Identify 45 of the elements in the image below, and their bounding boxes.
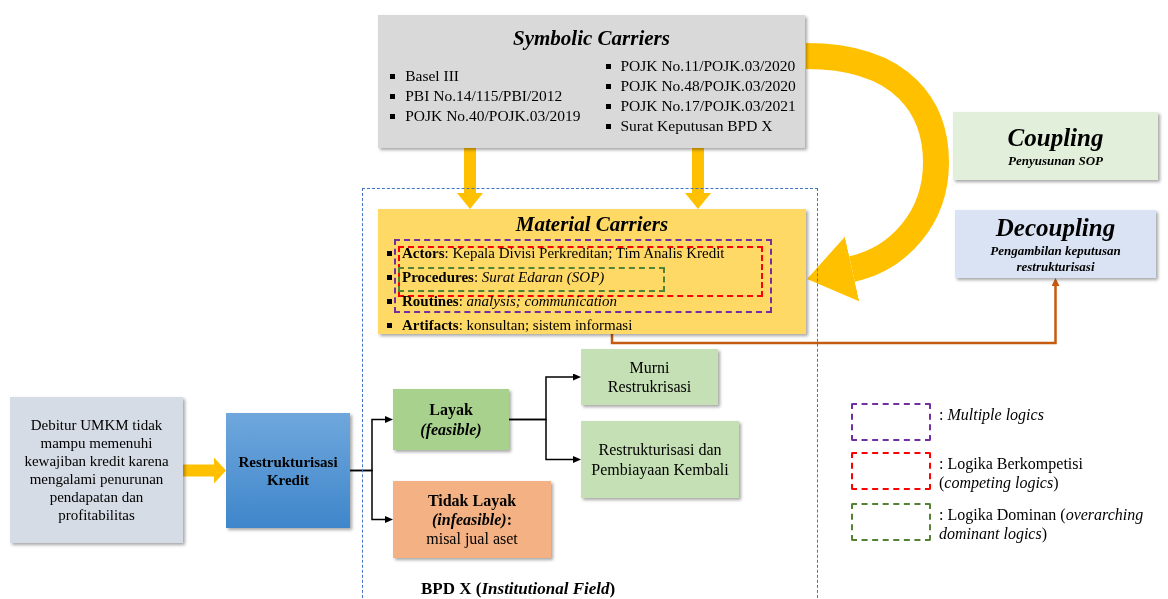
process-box xyxy=(581,349,718,405)
box-text: Layak (feasible) xyxy=(419,400,483,439)
box-text: Restrukturisasi dan Pembiayaan Kembali xyxy=(590,440,730,479)
arrow xyxy=(508,418,581,463)
arrow xyxy=(349,469,393,523)
panel-heading: Symbolic Carriers xyxy=(513,26,670,50)
panel-heading: Material Carriers xyxy=(514,213,670,237)
list-item: PBI No.14/115/PBI/2012 xyxy=(387,85,581,107)
carrier-panel xyxy=(378,209,806,334)
list-item: Procedures: Surat Edaran (SOP) xyxy=(384,265,725,289)
box-text: Pengambilan keputusan restrukturisasi xyxy=(989,243,1122,275)
box-text: Tidak Layak (infeasible): xyxy=(426,490,518,530)
box-text: Decoupling xyxy=(995,213,1116,244)
process-box xyxy=(393,389,509,450)
arrow xyxy=(610,278,1060,345)
list-item: Artifacts: konsultan; sistem informasi xyxy=(384,313,725,337)
box-text: Coupling xyxy=(1007,123,1104,154)
process-box xyxy=(953,112,1158,180)
box-text: Penyusunan SOP xyxy=(1008,153,1103,169)
arrow xyxy=(685,148,711,209)
list-item: POJK No.17/POJK.03/2021 xyxy=(602,96,796,117)
field-caption: BPD X (Institutional Field) xyxy=(421,579,616,599)
box-text: Restrukturisasi Kredit xyxy=(237,452,339,489)
legend-text: : Logika Berkompetisi (competing logics) xyxy=(939,454,1084,492)
list-item: POJK No.11/POJK.03/2020 xyxy=(602,55,796,76)
box-text: Debitur UMKM tidak mampu memenuhi kewajiban kredit karena mengalami penurunan pendapatan dan profitabilitas xyxy=(23,416,170,524)
list-item: Basel III xyxy=(387,65,581,86)
list-item: Actors: Kepala Divisi Perkreditan; Tim Analis Kredit xyxy=(384,241,725,265)
box-text: misal jual aset xyxy=(426,529,518,549)
carrier-panel xyxy=(378,15,805,148)
process-box xyxy=(955,210,1156,278)
list-item: Surat Keputusan BPD X xyxy=(602,116,796,137)
legend-text: : Logika Dominan (overarching dominant logics) xyxy=(939,505,1144,543)
field-band xyxy=(362,188,818,599)
process-box xyxy=(226,413,350,528)
list-item: POJK No.40/POJK.03/2019 xyxy=(387,106,581,127)
list-item: POJK No.48/POJK.03/2020 xyxy=(602,75,796,97)
arrow xyxy=(457,148,483,209)
arrow xyxy=(183,457,226,484)
box-text: Murni Restrukrisasi xyxy=(606,357,693,397)
process-box xyxy=(393,481,551,558)
list-item: Routines: analysis; communication xyxy=(384,289,725,313)
legend-text: : Multiple logics xyxy=(939,405,1045,424)
process-box xyxy=(581,421,739,498)
process-box xyxy=(10,397,183,543)
